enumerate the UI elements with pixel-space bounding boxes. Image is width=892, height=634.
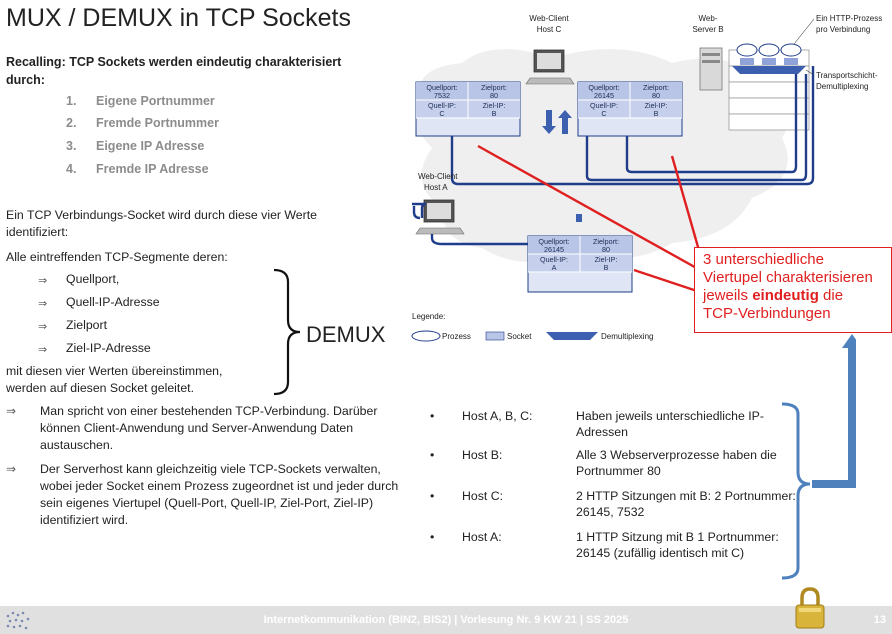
list-number: 1. — [66, 94, 77, 108]
client-a-host: Host A — [424, 183, 448, 192]
connection-lines — [412, 66, 815, 246]
legend-title: Legende: — [412, 312, 445, 321]
socket-value: B — [492, 109, 497, 118]
socket-value: 80 — [490, 91, 498, 100]
arrow-item: ⇒Ziel-IP-Adresse — [38, 341, 151, 356]
socket-label: Quell-IP: — [428, 101, 456, 110]
socket-value: C — [439, 109, 444, 118]
intro-text: Recalling: TCP Sockets werden eindeutig … — [6, 55, 342, 87]
socket-label: Zielport: — [481, 83, 507, 92]
implication-item: ⇒Man spricht von einer bestehenden TCP-V… — [6, 404, 378, 452]
process-legend-icon — [411, 330, 441, 342]
host-summary-bracket — [781, 334, 856, 580]
list-number: 3. — [66, 139, 77, 153]
socket-label: Ziel-IP: — [645, 101, 668, 110]
computer-icon — [525, 49, 575, 85]
list-text: Eigene IP Adresse — [96, 139, 205, 153]
per-connection-label: pro Verbindung — [816, 25, 870, 34]
forwarding-text: mit diesen vier Werten übereinstimmen, w… — [6, 364, 223, 395]
padlock-icon — [795, 587, 825, 629]
socket-label: Quell-IP: — [590, 101, 618, 110]
footer-bar: Internetkommunikation (BIN2, BIS2) | Vor… — [0, 606, 892, 634]
list-text: Fremde Portnummer — [96, 116, 219, 130]
list-text: Fremde IP Adresse — [96, 162, 209, 176]
socket-legend-icon — [485, 331, 505, 341]
server-icon — [699, 47, 723, 91]
list-item: 1. Eigene Portnummer — [66, 94, 286, 112]
socket-value: 26145 — [544, 245, 564, 254]
demux-label: DEMUX — [306, 322, 386, 347]
legend-process: Prozess — [442, 332, 471, 341]
socket-label: Quell-IP: — [540, 255, 568, 264]
implication-item: ⇒Der Serverhost kann gleichzeitig viele … — [6, 462, 399, 527]
footer-text: Internetkommunikation (BIN2, BIS2) | Vor… — [263, 614, 629, 626]
socket-label: Ziel-IP: — [483, 101, 506, 110]
legend-demux: Demultiplexing — [601, 332, 653, 341]
socket-value: 7532 — [434, 91, 450, 100]
list-item: 3. Eigene IP Adresse — [66, 139, 286, 157]
http-process-label: Ein HTTP-Prozess — [816, 14, 882, 23]
socket-box: Quellport: 26145 Zielport: 80 Quell-IP: … — [577, 81, 683, 137]
list-number: 2. — [66, 116, 77, 130]
socket-label: Zielport: — [643, 83, 669, 92]
socket-label: Quellport: — [538, 237, 569, 246]
arrow-icons — [542, 110, 582, 222]
viertupel-callout: 3 unterschiedliche Viertupel charakteris… — [694, 247, 892, 333]
incoming-segments-text: Alle eintreffenden TCP-Segmente deren: — [6, 250, 228, 264]
callout-lines — [477, 144, 702, 294]
socket-label: Quellport: — [588, 83, 619, 92]
legend-socket: Socket — [507, 332, 532, 341]
computer-icon — [415, 199, 465, 235]
host-row: •Host C:2 HTTP Sitzungen mit B: 2 Portnu… — [430, 489, 796, 519]
socket-label: Zielport: — [593, 237, 619, 246]
socket-value: C — [601, 109, 606, 118]
tcp-demux-diagram: Quellport: 7532 Zielport: 80 Quell-IP: C… — [411, 14, 882, 342]
list-number: 4. — [66, 162, 77, 176]
socket-value: B — [654, 109, 659, 118]
socket-value: 80 — [652, 91, 660, 100]
arrow-item: ⇒Quellport, — [38, 272, 120, 287]
client-a-label: Web-Client — [418, 172, 458, 181]
list-item: 2. Fremde Portnummer — [66, 116, 286, 134]
demultiplexing-label: Demultiplexing — [816, 82, 868, 91]
socket-box: Quellport: 26145 Zielport: 80 Quell-IP: … — [527, 235, 633, 293]
demux-brace — [273, 268, 301, 396]
server-host: Server B — [692, 25, 723, 34]
host-row: •Host A, B, C:Haben jeweils unterschiedl… — [430, 409, 764, 439]
logo-icon — [6, 611, 30, 630]
protocol-stack — [728, 43, 810, 131]
list-text: Eigene Portnummer — [96, 94, 215, 108]
client-c-host: Host C — [537, 25, 562, 34]
arrow-item: ⇒Zielport — [38, 318, 108, 333]
socket-value: 80 — [602, 245, 610, 254]
page-title: MUX / DEMUX in TCP Sockets — [6, 4, 351, 32]
host-row: •Host B:Alle 3 Webserverprozesse haben d… — [430, 448, 777, 478]
demux-legend-icon — [546, 332, 598, 340]
socket-value: B — [604, 263, 609, 272]
page-number: 13 — [873, 614, 886, 626]
list-item: 4. Fremde IP Adresse — [66, 162, 286, 180]
socket-value: 26145 — [594, 91, 614, 100]
socket-box: Quellport: 7532 Zielport: 80 Quell-IP: C… — [415, 81, 521, 137]
numbered-list: 1. Eigene Portnummer 2. Fremde Portnumme… — [66, 94, 286, 184]
server-label: Web- — [699, 14, 718, 23]
socket-value: A — [552, 263, 557, 272]
host-row: •Host A:1 HTTP Sitzung mit B 1 Portnumme… — [430, 530, 779, 560]
socket-label: Ziel-IP: — [595, 255, 618, 264]
arrow-item: ⇒Quell-IP-Adresse — [38, 295, 160, 310]
transport-label: Transportschicht- — [816, 71, 878, 80]
client-c-label: Web-Client — [529, 14, 569, 23]
socket-label: Quellport: — [426, 83, 457, 92]
socket-identification-text: Ein TCP Verbindungs-Socket wird durch di… — [6, 208, 317, 239]
